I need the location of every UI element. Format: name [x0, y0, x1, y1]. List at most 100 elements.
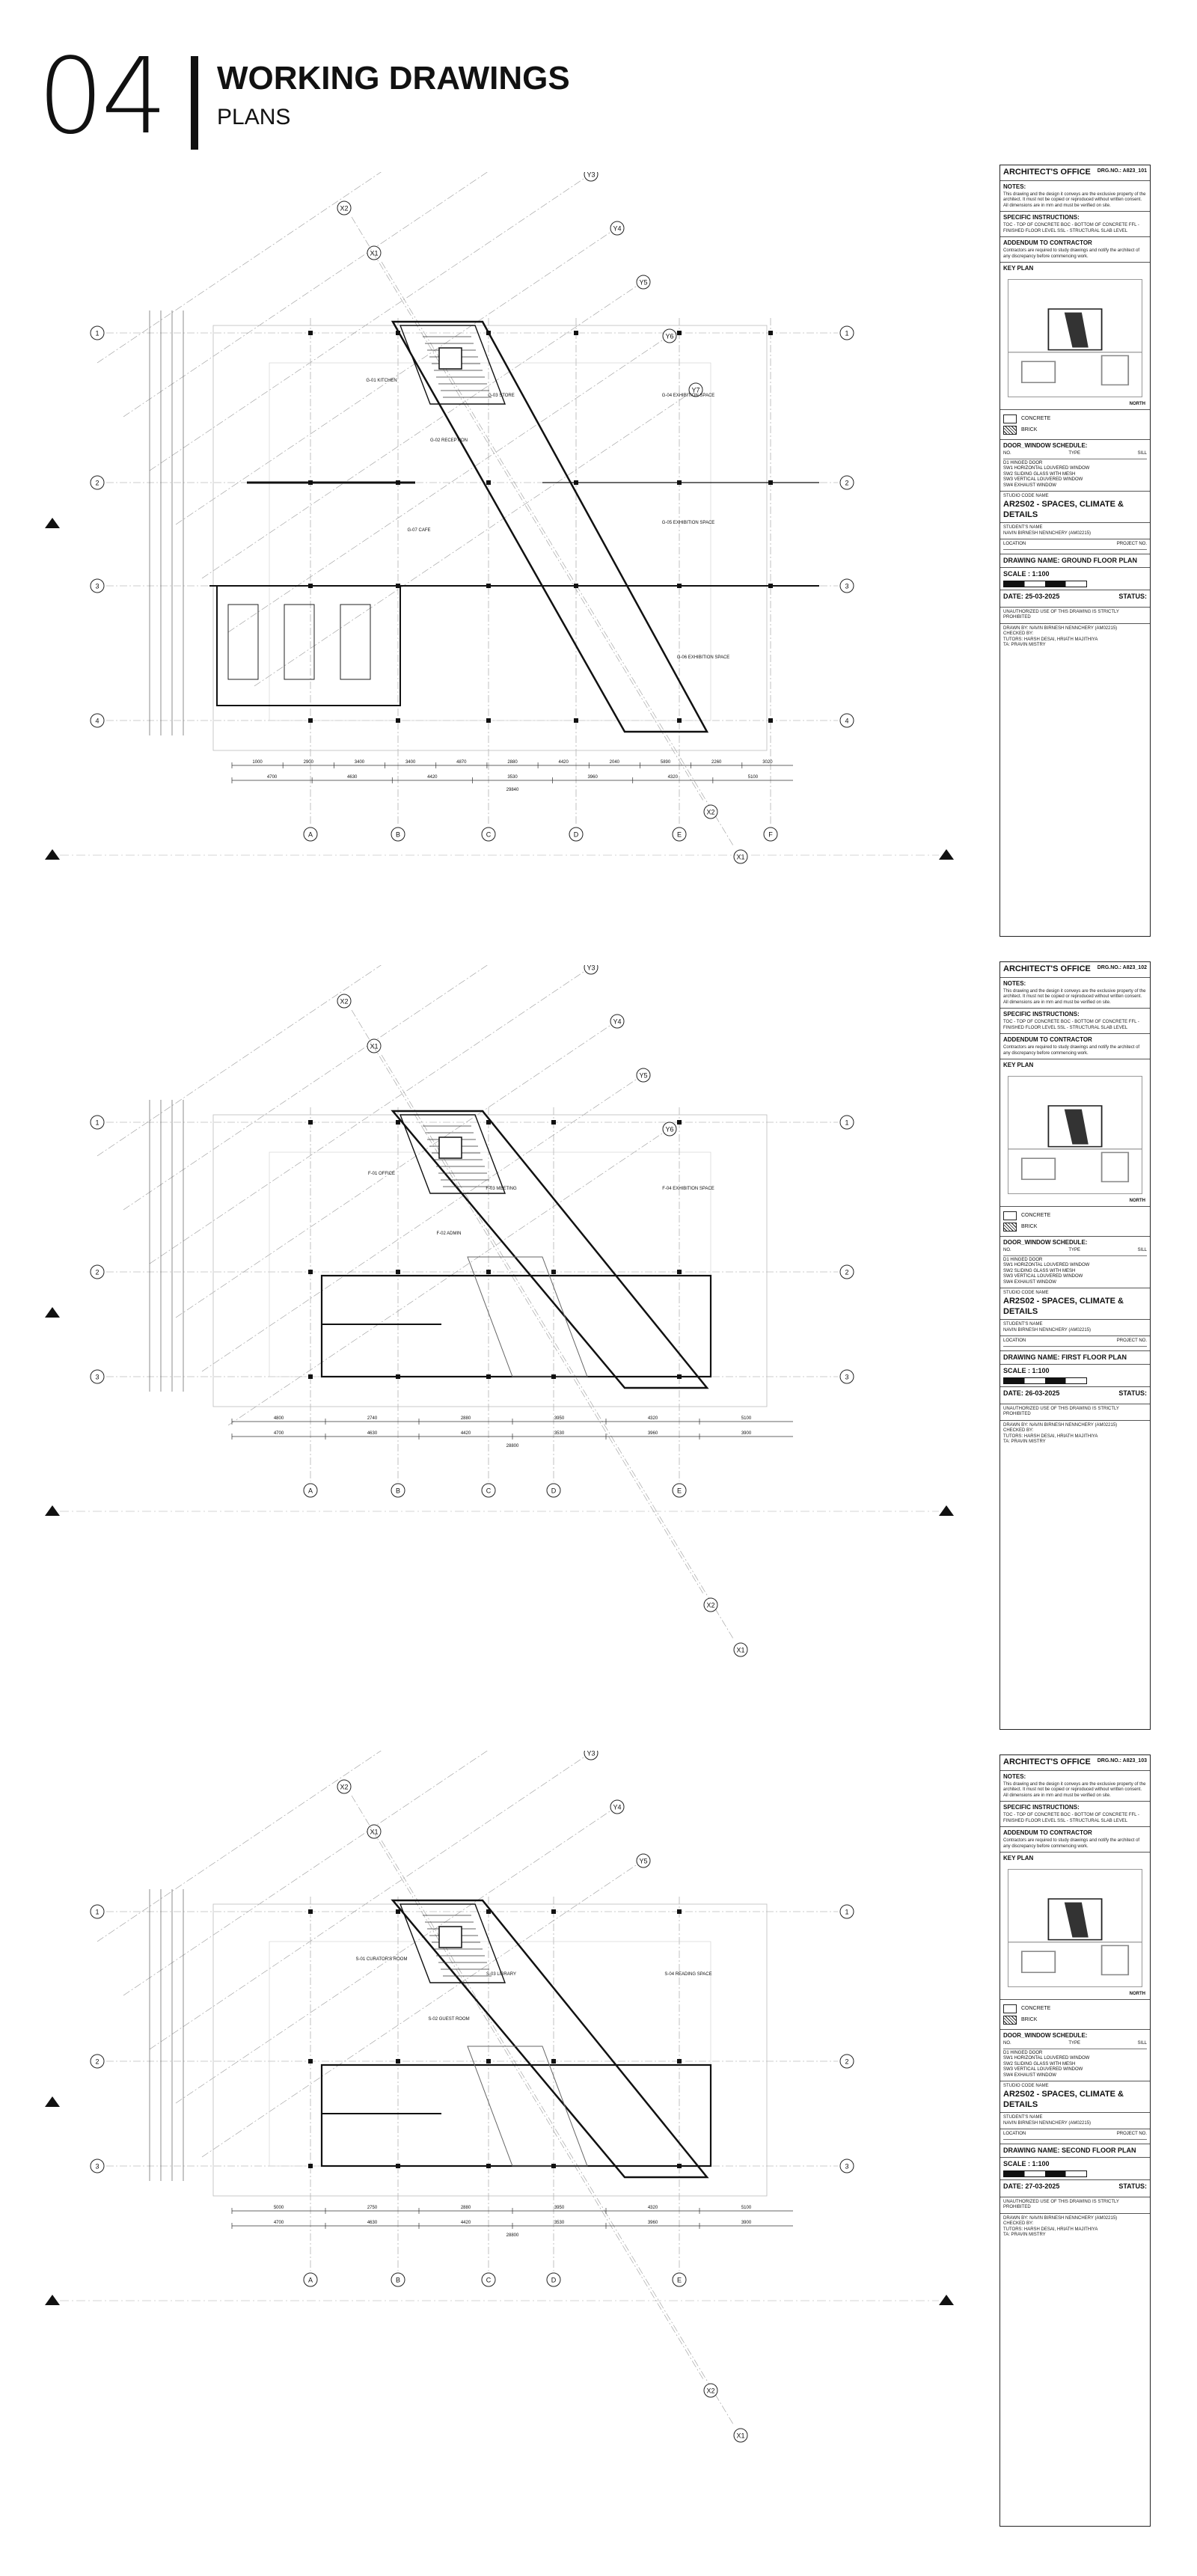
- tutors: TUTORS: HARSH DESAI, HRIATH MAJITHIYA: [1003, 637, 1098, 642]
- grid-bubble-Y5-label: Y5: [639, 279, 647, 287]
- grid-bubble-Y4-label: Y4: [613, 225, 621, 233]
- grid-bubble-X2-label: X2: [340, 998, 348, 1006]
- scale-text: SCALE : 1:100: [1003, 2160, 1050, 2167]
- column: [551, 1374, 556, 1379]
- x-grid-line-X1: [381, 261, 734, 846]
- east-block-walls: [216, 585, 401, 706]
- grid-bubble-row-3-label: 3: [95, 2163, 99, 2170]
- scale-text: SCALE : 1:100: [1003, 1367, 1050, 1374]
- grid-bubble-col-F-label: F: [768, 831, 773, 839]
- dimension-label: 5100: [741, 2206, 752, 2210]
- grid-bubble-row-1-right-circle: [839, 325, 854, 340]
- grid-bubble-X1-end-label: X1: [736, 2432, 744, 2440]
- tutors: TUTORS: HARSH DESAI, HRIATH MAJITHIYA: [1003, 2227, 1098, 2232]
- schedule-item: SW4 EXHAUST WINDOW: [1003, 1279, 1056, 1285]
- grid-bubble-row-1-circle: [90, 1904, 105, 1919]
- grid-bubble-row-3-right-label: 3: [845, 2163, 848, 2170]
- section-marker-icon: [45, 518, 60, 528]
- dimension-label: 5890: [661, 760, 671, 765]
- footer-note: UNAUTHORIZED USE OF THIS DRAWING IS STRI…: [1003, 2199, 1119, 2210]
- diag-grid-line-Y2: [123, 1751, 488, 1996]
- grid-bubble-col-C-circle: [481, 1483, 496, 1498]
- grid-bubble-col-D-circle: [546, 1483, 561, 1498]
- column: [308, 1909, 313, 1914]
- column: [574, 584, 578, 588]
- void-opening: [467, 1256, 588, 1377]
- grid-bubble-row-4-label: 4: [95, 718, 99, 725]
- schedule-item: SW1 HORIZONTAL LOUVERED WINDOW: [1003, 2056, 1090, 2061]
- student-label: STUDENT'S NAME: [1003, 2115, 1043, 2120]
- grid-bubble-col-B-label: B: [396, 831, 400, 839]
- office-name: ARCHITECT'S OFFICE: [1003, 964, 1091, 973]
- x-grid-line-X1: [381, 1840, 734, 2425]
- grid-bubble-X1-circle: [367, 1038, 382, 1053]
- column: [396, 480, 400, 485]
- grid-bubble-X2-circle: [337, 201, 352, 215]
- diag-grid-line-Y1: [97, 965, 382, 1157]
- lift-shaft: [438, 1136, 462, 1159]
- room-label: S-02 GUEST ROOM: [428, 2017, 469, 2022]
- grid-bubble-col-A-label: A: [308, 2277, 313, 2284]
- grid-bubble-col-B-circle: [391, 1483, 405, 1498]
- diag-grid-line-Y5: [201, 1079, 637, 1372]
- grid-bubble-row-3-label: 3: [95, 583, 99, 590]
- north-label: NORTH: [1129, 401, 1145, 406]
- grid-bubble-col-E-label: E: [677, 831, 682, 839]
- legend-brick: BRICK: [1003, 1223, 1147, 1232]
- section-marker-icon: [939, 2295, 954, 2305]
- grid-bubble-Y6-circle: [662, 328, 677, 343]
- grid-bubble-X2-circle: [337, 1779, 352, 1794]
- grid-bubble-col-A-label: A: [308, 831, 313, 839]
- storage-unit: [284, 604, 315, 680]
- grid-bubble-col-D-circle: [569, 827, 584, 842]
- dimension-label: 5100: [748, 775, 759, 780]
- grid-bubble-col-A-label: A: [308, 1487, 313, 1495]
- slanted-wing-outline: [391, 1899, 709, 2179]
- section-marker-icon: [45, 1505, 60, 1516]
- overall-dimension: 29840: [506, 788, 519, 792]
- schedule-item: SW4 EXHAUST WINDOW: [1003, 483, 1056, 488]
- notes-text: This drawing and the design it conveys a…: [1003, 192, 1146, 208]
- schedule-no: NO.: [1003, 1248, 1011, 1253]
- grid-bubble-row-4-right-circle: [839, 713, 854, 728]
- dimension-label: 4420: [461, 1431, 471, 1436]
- grid-bubble-col-E-circle: [672, 1483, 687, 1498]
- column: [486, 584, 491, 588]
- schedule-item: SW2 SLIDING GLASS WITH MESH: [1003, 1268, 1076, 1273]
- site-outline: [212, 1114, 768, 1407]
- grid-bubble-X1-label: X1: [370, 250, 378, 257]
- column: [486, 1374, 491, 1379]
- grid-bubble-row-2-label: 2: [95, 480, 99, 487]
- grid-bubble-row-1-right-label: 1: [845, 1909, 848, 1916]
- dimension-label: 1000: [252, 760, 263, 765]
- schedule-sill: SILL: [1137, 451, 1147, 456]
- dimension-label: 3960: [648, 1431, 658, 1436]
- column: [308, 1120, 313, 1125]
- drawing-name: DRAWING NAME: FIRST FLOOR PLAN: [1003, 1353, 1127, 1361]
- section-marker-icon: [939, 849, 954, 860]
- column: [574, 718, 578, 723]
- notes-label: NOTES:: [1003, 979, 1026, 987]
- tb-credits: DRAWN BY: NAVIN BIRNESH NENNCHERY (AM022…: [1000, 2214, 1150, 2241]
- column: [396, 584, 400, 588]
- schedule-label: DOOR_WINDOW SCHEDULE:: [1003, 1239, 1088, 1246]
- notes-label: NOTES:: [1003, 183, 1026, 190]
- dimension-label: 4420: [461, 2221, 471, 2225]
- grid-bubble-X1-label: X1: [370, 1043, 378, 1050]
- column: [308, 584, 313, 588]
- second-floor-plan-drawing: 112233ABCDEY1Y2Y3Y4Y5X1X1X2X2S-01 CURATO…: [45, 1751, 954, 2443]
- grid-bubble-col-B-circle: [391, 2272, 405, 2287]
- diag-grid-line-Y6: [227, 1133, 663, 1426]
- schedule-label: DOOR_WINDOW SCHEDULE:: [1003, 2032, 1088, 2040]
- column: [551, 2059, 556, 2063]
- plan-sheet-second: 112233ABCDEY1Y2Y3Y4Y5X1X1X2X2S-01 CURATO…: [30, 1751, 988, 2529]
- concrete-swatch: [1003, 1211, 1017, 1221]
- grid-bubble-X1-end-circle: [733, 849, 748, 864]
- grid-bubble-col-B-circle: [391, 827, 405, 842]
- room-label: S-01 CURATOR'S ROOM: [356, 1957, 408, 1962]
